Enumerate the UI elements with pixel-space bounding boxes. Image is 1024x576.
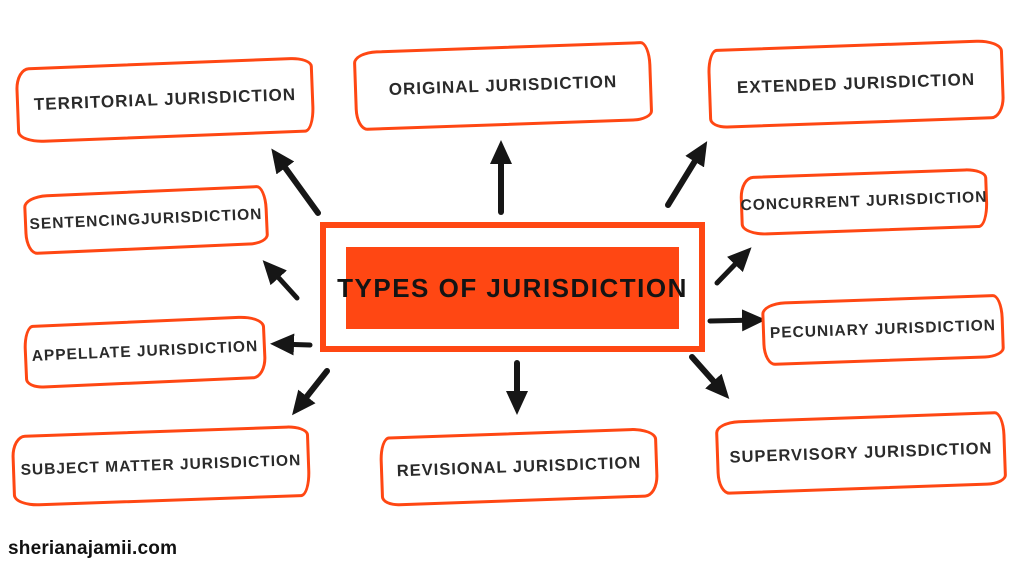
center-box: TYPES OF JURISDICTION [320, 222, 705, 352]
arrow-center-to-supervisory [689, 354, 730, 399]
node-supervisory-jurisdiction: SUPERVISORY JURISDICTION [714, 410, 1008, 496]
arrow-center-to-subject-matter [292, 368, 330, 416]
diagram-title: TYPES OF JURISDICTION [337, 272, 688, 303]
node-label: TERRITORIAL JURISDICTION [33, 84, 297, 115]
arrow-center-to-pecuniary [707, 309, 766, 332]
node-pecuniary-jurisdiction: PECUNIARY JURISDICTION [760, 293, 1006, 367]
node-concurrent-jurisdiction: CONCURRENT JURISDICTION [739, 167, 989, 237]
node-label: APPELLATE JURISDICTION [31, 338, 259, 365]
arrow-center-to-extended [665, 141, 708, 208]
node-label: REVISIONAL JURISDICTION [396, 453, 642, 480]
center-box-fill: TYPES OF JURISDICTION [337, 247, 686, 329]
node-appellate-jurisdiction: APPELLATE JURISDICTION [22, 314, 268, 390]
node-original-jurisdiction: ORIGINAL JURISDICTION [352, 40, 654, 132]
node-revisional-jurisdiction: REVISIONAL JURISDICTION [378, 427, 660, 507]
arrow-center-to-territorial [271, 148, 321, 216]
node-sentencing-jurisdiction: SENTENCINGJURISDICTION [22, 184, 270, 256]
node-subject-matter-jurisdiction: SUBJECT MATTER JURISDICTION [10, 424, 312, 508]
node-label: PECUNIARY JURISDICTION [769, 317, 997, 342]
node-extended-jurisdiction: EXTENDED JURISDICTION [706, 38, 1006, 130]
arrow-center-to-concurrent [714, 247, 752, 286]
node-territorial-jurisdiction: TERRITORIAL JURISDICTION [14, 56, 316, 144]
node-label: SENTENCINGJURISDICTION [29, 205, 263, 234]
watermark: sherianajamii.com [8, 538, 178, 559]
node-label: SUBJECT MATTER JURISDICTION [20, 452, 302, 479]
node-label: ORIGINAL JURISDICTION [388, 72, 618, 99]
node-label: CONCURRENT JURISDICTION [740, 188, 988, 215]
arrow-center-to-sentencing [262, 260, 300, 301]
arrow-center-to-appellate [270, 333, 313, 356]
node-label: SUPERVISORY JURISDICTION [729, 438, 993, 467]
node-label: EXTENDED JURISDICTION [736, 69, 976, 98]
